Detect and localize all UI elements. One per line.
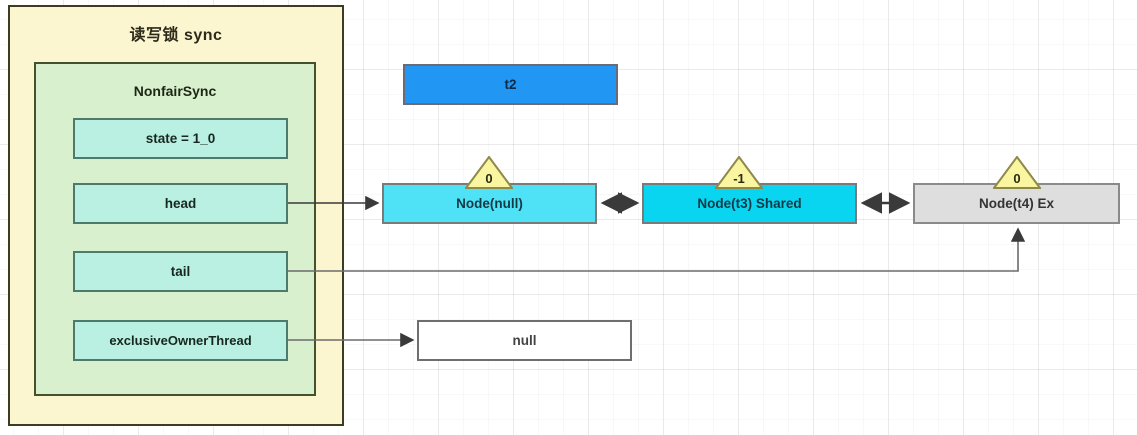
thread-box-t2: t2: [403, 64, 618, 105]
field-head: head: [73, 183, 288, 224]
owner-value-null-box: null: [417, 320, 632, 361]
waitstatus-value-node-t3: -1: [733, 171, 745, 186]
waitstatus-triangle-node-t3: -1: [715, 156, 763, 189]
queue-node-t4-exclusive: Node(t4) Ex: [913, 183, 1120, 224]
waitstatus-triangle-node-t4: 0: [993, 156, 1041, 189]
queue-node-t3-shared: Node(t3) Shared: [642, 183, 857, 224]
nonfairsync-title: NonfairSync: [133, 83, 217, 99]
arrow-tail-to-node-t4: [288, 227, 1026, 272]
field-tail: tail: [73, 251, 288, 292]
field-state: state = 1_0: [73, 118, 288, 159]
waitstatus-value-node-null: 0: [485, 171, 492, 186]
waitstatus-value-node-t4: 0: [1013, 171, 1020, 186]
queue-node-null: Node(null): [382, 183, 597, 224]
field-exclusive-owner-thread: exclusiveOwnerThread: [73, 320, 288, 361]
sync-title: 读写锁 sync: [129, 27, 223, 44]
waitstatus-triangle-node-null: 0: [465, 156, 513, 189]
